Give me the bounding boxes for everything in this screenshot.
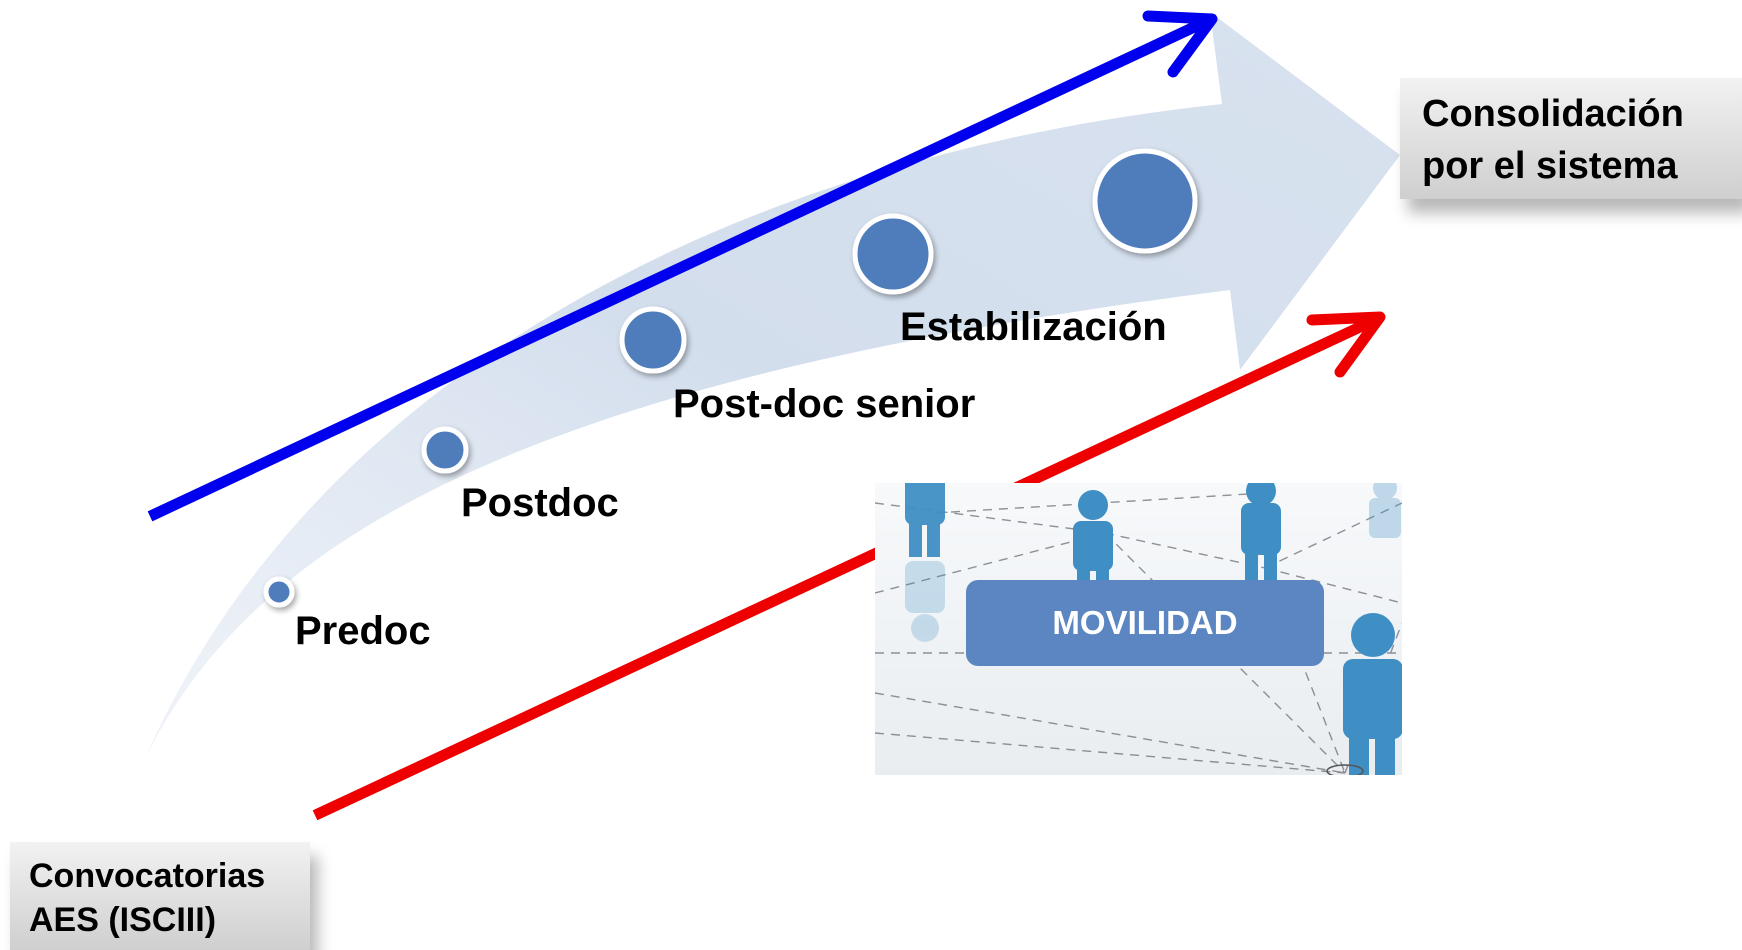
consolidacion-line-2: por el sistema <box>1422 145 1678 187</box>
career-progress-arrow <box>143 12 1400 763</box>
convocatorias-line-1: Convocatorias <box>29 857 266 895</box>
postdoc-dot <box>421 426 469 474</box>
blue-arrow <box>147 10 1218 522</box>
consolidacion-line-1: Consolidación <box>1422 93 1684 135</box>
consolidacion-dot <box>1092 148 1198 254</box>
convocatorias-line-2: AES (ISCIII) <box>29 901 217 939</box>
estabilizacion-dot <box>852 213 934 295</box>
person-figure <box>1241 483 1281 589</box>
convocatorias-box: Convocatorias AES (ISCIII) <box>10 842 310 950</box>
stage-label-postdoc-senior: Post-doc senior <box>673 382 976 426</box>
movilidad-label: MOVILIDAD <box>966 580 1324 666</box>
predoc-dot <box>263 576 295 608</box>
red-arrow <box>312 311 1386 821</box>
stage-label-postdoc: Postdoc <box>461 481 619 525</box>
person-figure <box>905 483 945 557</box>
stage-label-estabilizacion: Estabilización <box>900 305 1167 349</box>
person-figure <box>1343 613 1402 775</box>
consolidacion-box: Consolidación por el sistema <box>1400 78 1742 199</box>
postdoc-senior-dot <box>619 306 687 374</box>
mobility-network-image: MOVILIDAD <box>875 483 1402 775</box>
stage-label-predoc: Predoc <box>295 609 431 653</box>
